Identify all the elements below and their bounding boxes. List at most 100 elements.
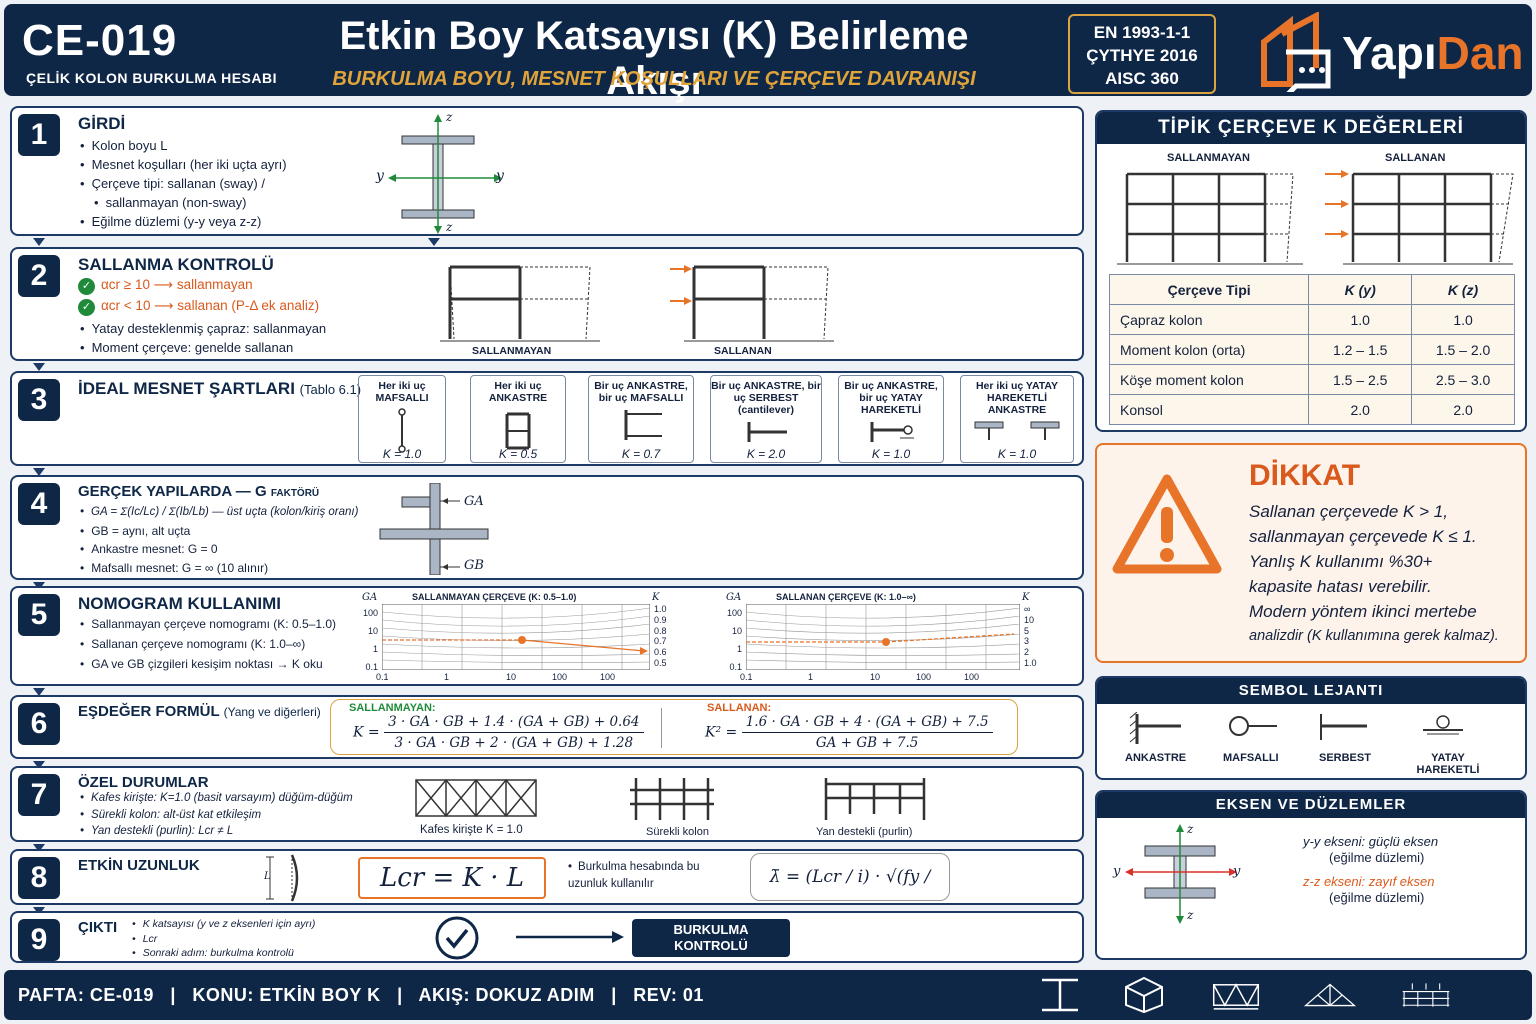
nomo-title: SALLANMAYAN ÇERÇEVE (K: 0.5–1.0): [412, 592, 577, 602]
warning-triangle-icon: [1112, 474, 1222, 574]
check-icon: ✓: [78, 278, 95, 295]
step-items: Kolon boyu L Mesnet koşulları (her iki u…: [80, 136, 287, 231]
roller-icon: [870, 422, 914, 442]
step-title: EŞDEĞER FORMÜL (Yang ve diğerleri): [78, 703, 321, 720]
column-header: K (z): [1411, 274, 1515, 305]
flow-arrow: [33, 688, 45, 696]
list-item: Yatay desteklenmiş çapraz: sallanmayan: [80, 319, 327, 338]
label-gb: GB: [464, 558, 484, 573]
nomo-title: SALLANAN ÇERÇEVE (K: 1.0–∞): [776, 592, 916, 602]
label-continuous: Sürekli kolon: [646, 826, 709, 838]
buckling-check-button[interactable]: BURKULMA KONTROLÜ: [632, 919, 790, 957]
warning-title: DİKKAT: [1249, 459, 1361, 492]
axis-label-y: y: [376, 168, 384, 184]
k-value: K = 0.7: [621, 447, 661, 461]
support-case-roller: Bir uç ANKASTRE, bir uç YATAY HAREKETLİ …: [838, 375, 944, 463]
step-title: SALLANMA KONTROLÜ: [78, 255, 274, 274]
column-header: Çerçeve Tipi: [1108, 274, 1310, 305]
label-nonsway-formula: SALLANMAYAN:: [349, 702, 436, 714]
axis-i-section-diagram: [1125, 824, 1237, 924]
step-title: NOMOGRAM KULLANIMI: [78, 594, 282, 613]
list-item: Kafes kirişte: K=1.0 (basit varsayım) dü…: [80, 790, 353, 807]
cube-icon: [1125, 976, 1163, 1014]
panel-title: SEMBOL LEJANTI: [1097, 678, 1525, 704]
axis-label-y: y: [1233, 864, 1241, 879]
step-4-g-factor: 4 GERÇEK YAPILARDA — G FAKTÖRÜ GA = Σ(Ic…: [10, 475, 1084, 580]
k-value: K = 1.0: [997, 447, 1037, 461]
legend-free: SERBEST: [1319, 752, 1371, 764]
truss-icon: [1212, 983, 1260, 1010]
buckled-column-icon: [266, 854, 299, 902]
axes-planes-panel: EKSEN VE DÜZLEMLER y y z z y-y ekseni: g…: [1095, 790, 1527, 960]
warning-text: Sallanan çerçevede K > 1,sallanmayan çer…: [1249, 502, 1499, 644]
label-nonsway: SALLANMAYAN: [1167, 152, 1250, 164]
effective-length-note: •Burkulma hesabında bu uzunluk kullanılı…: [568, 861, 700, 890]
sheet-code: CE-019: [22, 16, 178, 65]
nomo-left-label: GA: [362, 592, 378, 603]
list-item: Lcr: [132, 932, 315, 947]
list-item: GA ve GB çizgileri kesişim noktası → K o…: [80, 654, 336, 674]
step-7-special-cases: 7 ÖZEL DURUMLAR Kafes kirişte: K=1.0 (ba…: [10, 766, 1084, 842]
k-frames-diagram: [1117, 170, 1514, 265]
step-1-input: 1 GİRDİ Kolon boyu L Mesnet koşulları (h…: [10, 106, 1084, 236]
special-cases-diagrams: [415, 778, 926, 820]
step-3-ideal-supports: 3 İDEAL MESNET ŞARTLARI (Tablo 6.1) Her …: [10, 371, 1084, 466]
support-case-cantilever: Bir uç ANKASTRE, bir uç SERBEST (cantile…: [710, 375, 822, 463]
frame-sway-diagrams: [440, 265, 834, 342]
standard-aisc: AISC 360: [1105, 69, 1179, 88]
check-nonsway: ✓αcr ≥ 10 ⟶ sallanmayan: [78, 277, 253, 295]
step-number: 8: [18, 857, 60, 899]
nomo-left-label: GA: [726, 592, 742, 603]
flow-arrow: [33, 761, 45, 769]
list-item: Moment çerçeve: genelde sallanan: [80, 338, 326, 357]
list-item: sallanmayan (non-sway): [80, 193, 287, 212]
step-title: GERÇEK YAPILARDA — G FAKTÖRÜ: [78, 483, 320, 500]
slenderness-formula: λ̄ = (Lcr / i) · √(fy / π²·E): [750, 853, 950, 933]
column-header: K (y): [1308, 274, 1413, 305]
i-section-diagram: [388, 114, 502, 234]
list-item: Sürekli kolon: alt-üst kat etkileşim: [80, 807, 353, 824]
arrow-right-icon: [516, 931, 624, 943]
pinned-column-icon: [398, 408, 406, 453]
standard-en: EN 1993-1-1: [1093, 23, 1191, 42]
step-number: 4: [18, 483, 60, 525]
step-9-output: 9 ÇIKTI K katsayısı (y ve z eksenleri iç…: [10, 911, 1084, 963]
roof-truss-icon: [1304, 983, 1356, 1007]
standard-cythye: ÇYTHYE 2016: [1086, 46, 1198, 65]
panel-title: TİPİK ÇERÇEVE K DEĞERLERİ: [1097, 112, 1525, 144]
logo-building-icon: [1261, 12, 1331, 92]
label-sway-formula: SALLANAN:: [707, 702, 772, 714]
divider: [661, 708, 662, 748]
nomo-plot: [746, 604, 1020, 670]
list-item: Mafsallı mesnet: G = ∞ (10 alınır): [80, 559, 358, 578]
effective-length-formula: Lcr = K · L: [358, 857, 546, 899]
standards-box: EN 1993-1-1 ÇYTHYE 2016 AISC 360: [1068, 14, 1216, 94]
list-item: Kolon boyu L: [80, 136, 287, 155]
label-sway: SALLANAN: [1385, 152, 1446, 164]
check-sway: ✓αcr < 10 ⟶ sallanan (P-Δ ek analiz): [78, 298, 319, 316]
step-6-formula: 6 EŞDEĞER FORMÜL (Yang ve diğerleri) SAL…: [10, 695, 1084, 759]
legend-roller: YATAY HAREKETLİ: [1416, 752, 1480, 776]
step-title: GİRDİ: [78, 114, 126, 133]
warning-panel: DİKKAT Sallanan çerçevede K > 1,sallanma…: [1095, 443, 1527, 663]
flow-arrow: [33, 238, 45, 246]
legend-pinned: MAFSALLI: [1223, 752, 1279, 764]
footer-text: PAFTA: CE-019 | KONU: ETKİN BOY K | AKIŞ…: [18, 985, 704, 1005]
label-purlin: Yan destekli (purlin): [816, 826, 913, 838]
nomogram-nonsway: GA SALLANMAYAN ÇERÇEVE (K: 0.5–1.0) K 10…: [362, 592, 667, 682]
logo-text-b: Dan: [1436, 27, 1524, 79]
support-case-sliding-fixed: Her iki uç YATAY HAREKETLİ ANKASTRE K = …: [960, 375, 1074, 463]
panel-title: EKSEN VE DÜZLEMLER: [1097, 792, 1525, 818]
step-items: Sallanmayan çerçeve nomogramı (K: 0.5–1.…: [80, 614, 336, 674]
step-number: 1: [18, 114, 60, 156]
check-circle-icon: [435, 916, 479, 960]
label-nonsway: SALLANMAYAN: [472, 345, 552, 357]
axis-label-z: z: [1187, 908, 1194, 922]
formula-box: SALLANMAYAN: K = 3 · GA · GB + 1.4 · (GA…: [330, 699, 1018, 755]
page-title: Etkin Boy Katsayısı (K) Belirleme Akışı: [339, 14, 969, 103]
step-number: 6: [18, 703, 60, 745]
step-title: İDEAL MESNET ŞARTLARI (Tablo 6.1): [78, 379, 362, 398]
legend-symbols: [1129, 712, 1463, 744]
